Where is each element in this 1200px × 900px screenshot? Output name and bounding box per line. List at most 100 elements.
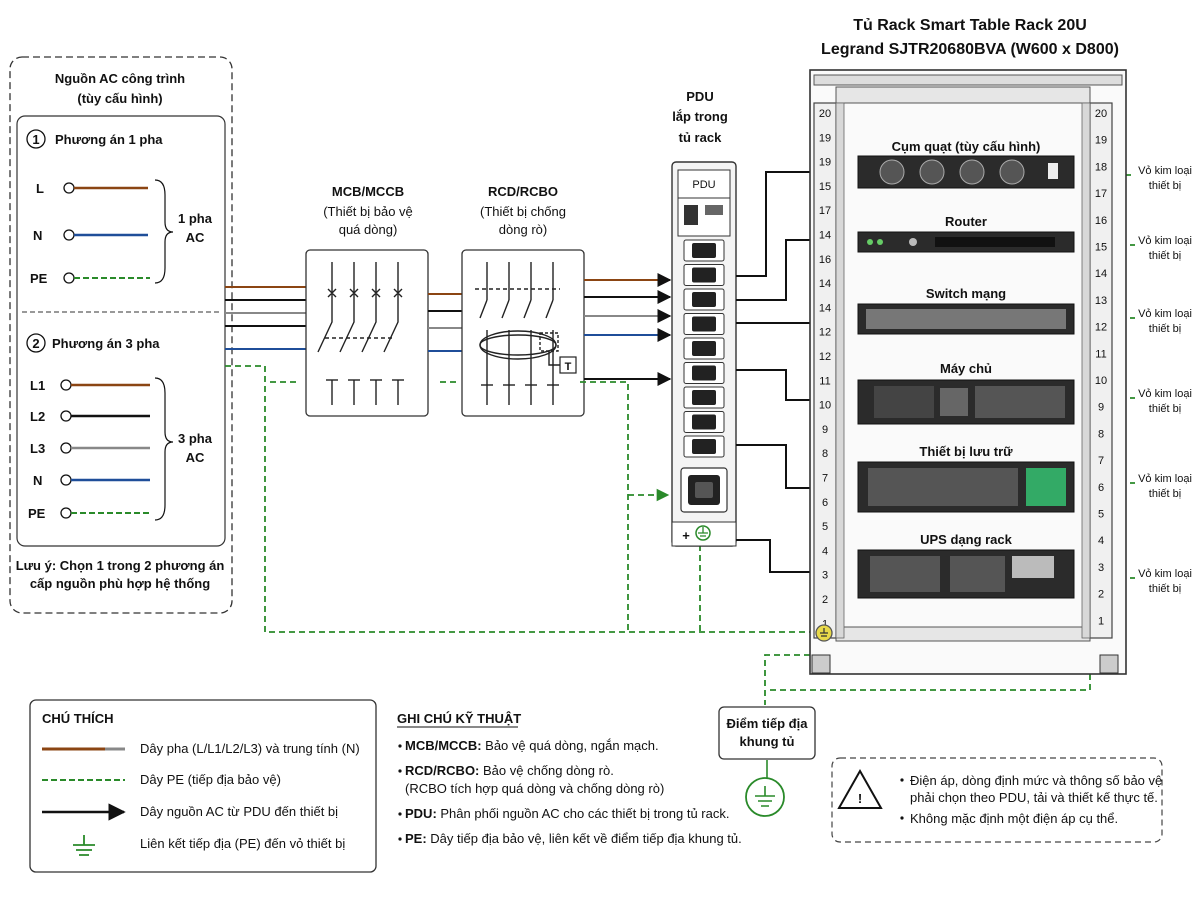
rcd-subtitle-1: (Thiết bị chống — [480, 204, 566, 219]
pdu-plus: + — [682, 528, 690, 543]
note-item: RCD/RCBO: Bảo vệ chống dòng rò. — [405, 763, 614, 778]
rack-unit-label: 12 — [819, 327, 831, 339]
rack-unit-label: 17 — [1095, 188, 1107, 200]
rcd-subtitle-2: dòng rò) — [499, 222, 547, 237]
warning-box: ! Điện áp, dòng định mức và thông số bảo… — [831, 757, 1163, 843]
line-L1: L1 — [30, 378, 45, 393]
rack-unit-label: 15 — [1095, 242, 1107, 254]
pdu-outlets — [683, 239, 725, 458]
rack-unit-label: 10 — [1095, 375, 1107, 387]
ground-point-label-1: Điểm tiếp địa — [727, 716, 809, 731]
rack-ground-point: Điểm tiếp địa khung tủ — [718, 706, 816, 817]
brace-1 — [154, 179, 174, 284]
option-1-label-ac: AC — [186, 230, 205, 245]
rack-unit-label: 19 — [819, 157, 831, 169]
note-item-extra: (RCBO tích hợp quá dòng và chống dòng rò… — [405, 781, 664, 796]
device-label: UPS dạng rack — [920, 532, 1013, 547]
device-label: Thiết bị lưu trữ — [919, 444, 1013, 459]
rcd-rcbo: RCD/RCBO (Thiết bị chống dòng rò) T — [461, 184, 585, 417]
rack-unit-label: 18 — [1095, 161, 1107, 173]
rack-unit-label: 16 — [1095, 215, 1107, 227]
line-PE3: PE — [28, 506, 46, 521]
option-1-label: 1 pha — [178, 211, 213, 226]
line-L2: L2 — [30, 409, 45, 424]
option-2-label-ac: AC — [186, 450, 205, 465]
rack-unit-label: 6 — [1098, 482, 1104, 494]
rcd-title: RCD/RCBO — [488, 184, 558, 199]
legend-item-phase: Dây pha (L/L1/L2/L3) và trung tính (N) — [140, 741, 360, 756]
option-2-number-icon — [26, 333, 46, 353]
rack-unit-label: 14 — [1095, 268, 1107, 280]
rack-unit-label: 8 — [1098, 428, 1104, 440]
notes-title: GHI CHÚ KỸ THUẬT — [397, 711, 521, 726]
chassis-label: thiết bị — [1149, 583, 1181, 595]
device-label: Cụm quạt (tùy cấu hình) — [892, 139, 1041, 154]
ac-source-panel: Nguồn AC công trình (tùy cấu hình) 1 Phư… — [9, 56, 233, 614]
rack-unit-label: 8 — [822, 448, 828, 460]
chassis-label: thiết bị — [1149, 403, 1181, 415]
option-2-title: Phương án 3 pha — [52, 336, 160, 351]
rack-unit-label: 11 — [1095, 348, 1106, 360]
source-subtitle: (tùy cấu hình) — [77, 91, 162, 106]
rack-unit-label: 9 — [822, 424, 828, 436]
pdu-outlet — [683, 313, 725, 335]
rack-unit-label: 13 — [1095, 295, 1107, 307]
note-item: PDU: Phân phối nguồn AC cho các thiết bị… — [405, 806, 729, 821]
rack-unit-label: 5 — [822, 521, 828, 533]
pdu-outlet — [683, 337, 725, 360]
legend-title: CHÚ THÍCH — [42, 711, 114, 726]
rack-subtitle: Legrand SJTR20680BVA (W600 x D800) — [821, 41, 1119, 58]
svg-text:!: ! — [858, 791, 862, 806]
rack-unit-label: 3 — [822, 570, 828, 582]
device-label: Máy chủ — [940, 361, 992, 376]
rack-devices: Cụm quạt (tùy cấu hình) Vỏ kim loại thiết … — [857, 139, 1192, 599]
pdu-outlet — [683, 386, 725, 409]
router-unit — [857, 231, 1075, 253]
mcb-mccb: MCB/MCCB (Thiết bị bảo vệ quá dòng) — [305, 184, 429, 417]
rack-unit-label: 10 — [819, 400, 831, 412]
warning-line-2: phải chọn theo PDU, tải và thiết kế thực… — [910, 790, 1158, 805]
warning-line-1: Điện áp, dòng định mức và thông số bảo v… — [910, 773, 1162, 788]
pdu-outlet — [683, 239, 725, 262]
rack-unit-label: 1 — [1098, 615, 1104, 627]
rack-unit-label: 7 — [822, 473, 828, 485]
note-item: PE: Dây tiếp địa bảo vệ, liên kết về điể… — [405, 831, 742, 846]
line-L3: L3 — [30, 441, 45, 456]
chassis-label: thiết bị — [1149, 323, 1181, 335]
ground-point-label-2: khung tủ — [740, 734, 795, 749]
pdu-subtitle-1: lắp trong — [672, 109, 728, 124]
legend-item-ac: Dây nguồn AC từ PDU đến thiết bị — [140, 804, 338, 819]
server-unit — [857, 379, 1075, 425]
rack-unit-label: 14 — [819, 278, 831, 290]
technical-notes: GHI CHÚ KỸ THUẬT MCB/MCCB: Bảo vệ quá dò… — [397, 711, 742, 846]
rack-unit-label: 19 — [1095, 135, 1107, 147]
rack-unit-label: 7 — [1098, 455, 1104, 467]
option-1-number: 1 — [32, 132, 39, 147]
rack-unit-label: 14 — [819, 302, 831, 314]
device-label: Router — [945, 214, 987, 229]
note-item: MCB/MCCB: Bảo vệ quá dòng, ngắn mạch. — [405, 738, 659, 753]
rack-unit-label: 20 — [819, 108, 831, 120]
pdu-outlet — [683, 362, 725, 384]
mcb-subtitle-2: quá dòng) — [339, 222, 398, 237]
chassis-label: Vỏ kim loại — [1138, 473, 1192, 485]
source-note-2: cấp nguồn phù hợp hệ thống — [30, 576, 210, 591]
chassis-label: thiết bị — [1149, 488, 1181, 500]
option-1-title: Phương án 1 pha — [55, 132, 163, 147]
rack-unit-label: 12 — [1095, 322, 1107, 334]
pdu-outlet — [683, 411, 725, 433]
switch-unit — [857, 303, 1075, 335]
rack-unit-label: 9 — [1098, 402, 1104, 414]
earth-ground-icon — [745, 777, 785, 817]
rack-unit-label: 2 — [1098, 589, 1104, 601]
rack-unit-label: 4 — [1098, 535, 1104, 547]
rack-unit-label: 12 — [819, 351, 831, 363]
line-L: L — [36, 181, 44, 196]
legend-item-ground: Liên kết tiếp địa (PE) đến vỏ thiết bị — [140, 836, 345, 851]
line-N3: N — [33, 473, 42, 488]
pdu-outlet — [683, 288, 725, 311]
source-note-1: Lưu ý: Chọn 1 trong 2 phương án — [16, 558, 225, 573]
chassis-label: Vỏ kim loại — [1138, 165, 1192, 177]
